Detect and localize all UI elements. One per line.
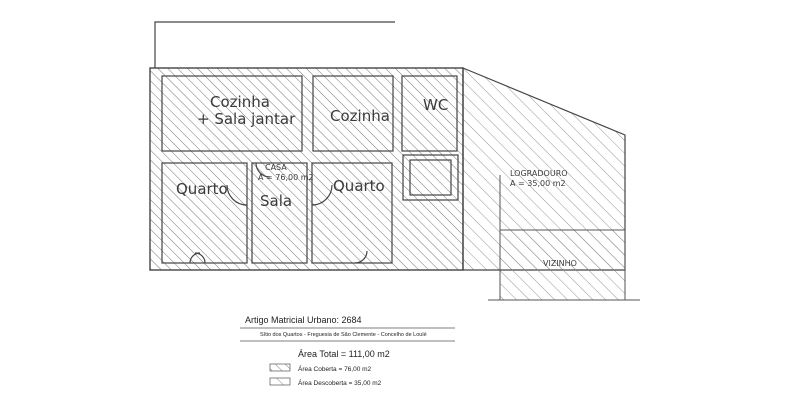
- logradouro-area: A = 35,00 m2: [510, 179, 566, 188]
- legend-descoberta-label: Área Descoberta = 35,00 m2: [298, 378, 382, 387]
- area-total-label: Área Total = 111,00 m2: [298, 349, 390, 359]
- room-label-cozinha-sala-2: + Sala jantar: [197, 110, 296, 128]
- legend-coberta-label: Área Coberta = 76,00 m2: [298, 364, 372, 373]
- legend-coberta-swatch: [269, 363, 291, 372]
- room-label-cozinha-sala-1: Cozinha: [210, 93, 270, 111]
- room-label-quarto-right: Quarto: [333, 177, 385, 195]
- room-label-cozinha: Cozinha: [330, 107, 390, 125]
- logradouro-label: LOGRADOURO: [510, 169, 568, 178]
- room-label-sala: Sala: [260, 192, 292, 210]
- legend-descoberta-swatch: [269, 377, 291, 386]
- boundary-line: [154, 21, 395, 68]
- casa-area: A = 76,00 m2: [258, 173, 314, 182]
- artigo-label: Artigo Matricial Urbano: 2684: [245, 315, 362, 325]
- room-walls: [161, 75, 459, 264]
- room-label-quarto-left: Quarto: [176, 180, 228, 198]
- vizinho-label: VIZINHO: [543, 259, 577, 268]
- location-label: Sítio dos Quartos - Freguesia de São Cle…: [260, 332, 427, 338]
- room-label-wc: WC: [423, 96, 448, 114]
- casa-label: CASA: [265, 163, 287, 172]
